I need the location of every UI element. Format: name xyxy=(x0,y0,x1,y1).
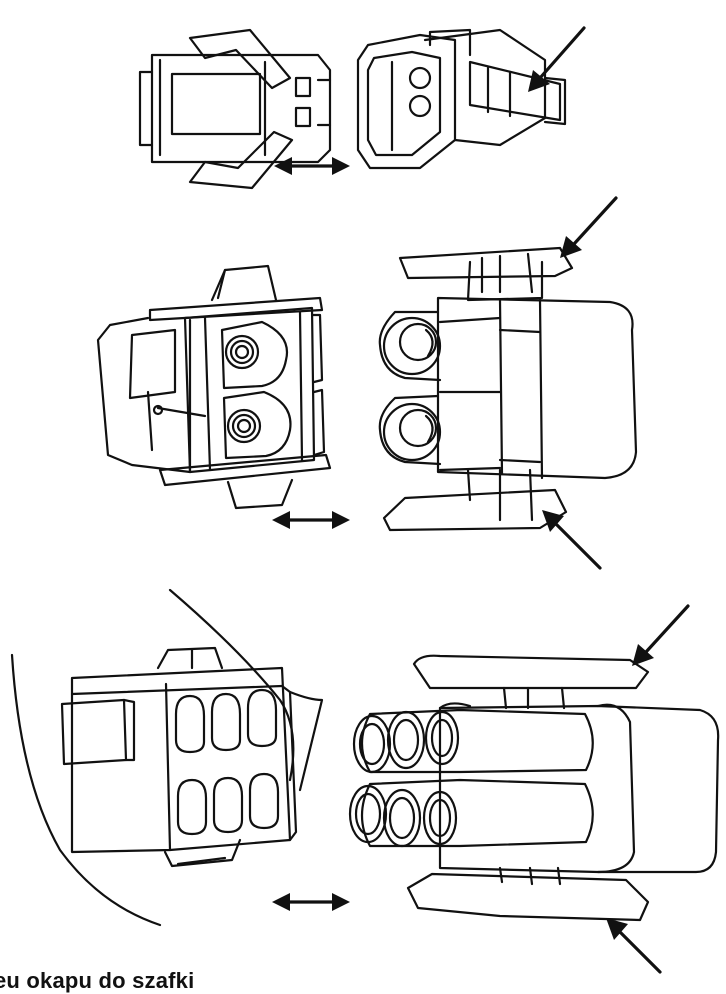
double-arrow-3 xyxy=(272,893,350,911)
release-arrow-1 xyxy=(528,26,586,92)
figure-6-pin-connector xyxy=(10,588,720,974)
figure-small-connector xyxy=(138,26,586,190)
release-arrow-2-top xyxy=(560,196,618,258)
small-receptacle-right xyxy=(356,28,567,170)
molex-receptacle-right xyxy=(378,246,638,532)
six-pin-plug-left xyxy=(60,646,298,868)
six-pin-receptacle-right xyxy=(348,654,720,922)
release-arrow-3-bottom xyxy=(606,918,662,974)
molex-plug-left xyxy=(96,264,332,510)
release-arrow-2-bottom xyxy=(542,510,602,570)
caption-text: eu okapu do szafki xyxy=(0,968,195,993)
double-arrow-2 xyxy=(272,511,350,529)
small-plug-left xyxy=(138,28,332,190)
release-arrow-3-top xyxy=(632,604,690,666)
double-arrow-1 xyxy=(274,157,350,175)
figure-4-pin-connector xyxy=(96,196,638,570)
